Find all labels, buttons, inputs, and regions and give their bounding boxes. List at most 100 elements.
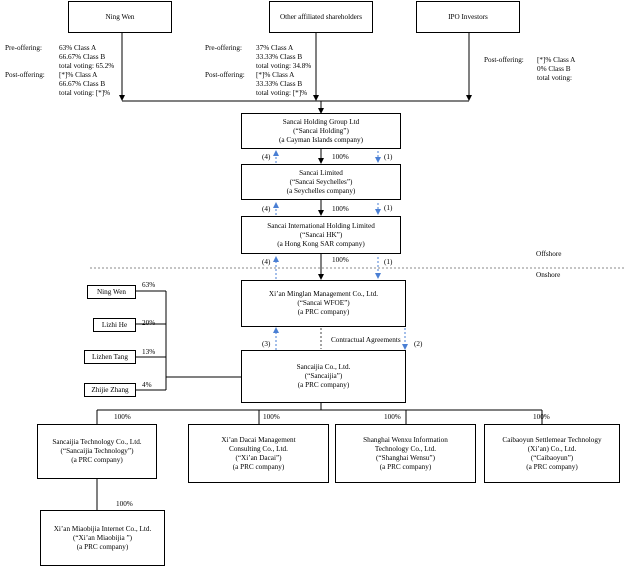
ownership-pct: 100% [384, 413, 401, 421]
ownership-pct: 20% [142, 319, 156, 327]
shareholder-ipo: IPO Investors [416, 1, 520, 33]
note-marker: (4) [262, 205, 271, 213]
ning-wen-post-line: [*]% Class A [59, 71, 98, 79]
individual-lizhi-he: Lizhi He [93, 318, 136, 332]
entity-name: Caibaoyun Settlemear Technology [502, 435, 602, 444]
ownership-pct: 100% [332, 205, 349, 213]
entity-jurisdiction: (a Hong Kong SAR company) [277, 239, 365, 248]
note-marker: (3) [262, 340, 271, 348]
individual-name: Lizhen Tang [92, 353, 128, 361]
entity-sancai-seychelles: Sancai Limited (“Sancai Seychelles”) (a … [241, 164, 401, 200]
entity-caibaoyun: Caibaoyun Settlemear Technology (Xi’an) … [484, 424, 620, 483]
entity-name-cont: Technology Co., Ltd. [374, 444, 437, 453]
entity-name: Xi’an Dacai Management [221, 435, 296, 444]
entity-short-name: (“Sancaijia Technology”) [60, 447, 134, 455]
shareholder-other: Other affiliated shareholders [269, 1, 373, 33]
entity-short-name: (“Caibaoyun”) [530, 453, 574, 462]
individual-ning-wen: Ning Wen [87, 285, 136, 299]
individual-name: Lizhi He [101, 321, 128, 329]
ipo-post-line: [*]% Class A [537, 56, 576, 64]
ning-wen-pre-line: 66.67% Class B [59, 53, 106, 61]
pre-offering-label: Pre-offering: [205, 44, 242, 52]
ownership-pct: 100% [533, 413, 550, 421]
ownership-pct: 100% [263, 413, 280, 421]
entity-jurisdiction: (a Cayman Islands company) [278, 135, 364, 144]
note-marker: (1) [384, 204, 393, 212]
shareholder-name: Ning Wen [105, 12, 135, 21]
ning-wen-pre-line: total voting: 65.2% [59, 62, 115, 70]
note-marker: (4) [262, 258, 271, 266]
ning-wen-post-line: total voting: [*]% [59, 89, 111, 97]
entity-name-cont: Consulting Co., Ltd. [229, 444, 288, 453]
ning-wen-pre-line: 63% Class A [59, 44, 97, 52]
entity-name: Sancaijia Technology Co., Ltd. [52, 438, 142, 446]
post-offering-label: Post-offering: [205, 71, 245, 79]
entity-name: Sancaijia Co., Ltd. [296, 363, 351, 371]
entity-sancai-wfoe: Xi’an Minglan Management Co., Ltd. (“San… [241, 280, 406, 327]
individual-name: Zhijie Zhang [91, 386, 129, 394]
entity-sancaijia: Sancaijia Co., Ltd. (“Sancaijia”) (a PRC… [241, 350, 406, 403]
entity-jurisdiction: (a PRC company) [297, 381, 350, 389]
other-post-line: 33.33% Class B [256, 80, 303, 88]
ownership-pct: 100% [332, 256, 349, 264]
shareholder-name: IPO Investors [448, 12, 488, 21]
ownership-pct: 63% [142, 281, 156, 289]
entity-jurisdiction: (a PRC company) [297, 308, 350, 316]
ownership-pct: 100% [116, 500, 133, 508]
entity-short-name: (“Xi’an Miaobijia ”) [72, 533, 133, 542]
entity-short-name: (“Sancai Holding”) [293, 126, 349, 135]
other-pre-line: total voting: 34.8% [256, 62, 312, 70]
post-offering-label: Post-offering: [5, 71, 45, 79]
individual-name: Ning Wen [96, 288, 127, 296]
shareholder-name: Other affiliated shareholders [279, 12, 363, 21]
entity-jurisdiction: (a PRC company) [379, 462, 432, 471]
ipo-post-line: 0% Class B [537, 65, 571, 73]
entity-sancai-hk: Sancai International Holding Limited (“S… [241, 216, 401, 254]
individual-lizhen-tang: Lizhen Tang [84, 350, 136, 364]
entity-short-name: (“Sancai HK”) [299, 230, 343, 239]
entity-xian-dacai: Xi’an Dacai Management Consulting Co., L… [188, 424, 329, 483]
onshore-label: Onshore [536, 271, 561, 279]
entity-short-name: (“Sancai WFOE”) [297, 299, 350, 307]
other-post-line: [*]% Class A [256, 71, 295, 79]
entity-short-name: (“Sancai Seychelles”) [289, 177, 353, 186]
note-marker: (4) [262, 153, 271, 161]
shareholder-ning-wen: Ning Wen [68, 1, 172, 33]
other-post-line: total voting: [*]% [256, 89, 308, 97]
entity-shanghai-wensu: Shanghai Wenxu Information Technology Co… [335, 424, 476, 483]
entity-sancai-holding: Sancai Holding Group Ltd (“Sancai Holdin… [241, 113, 401, 149]
individual-zhijie-zhang: Zhijie Zhang [84, 383, 136, 397]
ownership-pct: 13% [142, 348, 156, 356]
entity-name: Sancai International Holding Limited [267, 221, 375, 230]
entity-name: Sancai Limited [299, 168, 343, 177]
offshore-label: Offshore [536, 250, 562, 258]
note-marker: (2) [414, 340, 423, 348]
entity-name: Shanghai Wenxu Information [363, 435, 448, 444]
note-marker: (1) [384, 258, 393, 266]
entity-jurisdiction: (a PRC company) [232, 462, 285, 471]
ipo-post-line: total voting: [537, 74, 572, 82]
entity-jurisdiction: (a Seychelles company) [286, 186, 356, 195]
entity-short-name: (“Shanghai Wensu”) [376, 453, 435, 462]
entity-name: Xi’an Minglan Management Co., Ltd. [268, 290, 379, 298]
entity-sancaijia-technology: Sancaijia Technology Co., Ltd. (“Sancaij… [37, 424, 157, 479]
other-pre-line: 37% Class A [256, 44, 294, 52]
post-offering-label: Post-offering: [484, 56, 524, 64]
entity-short-name: (“Sancaijia”) [304, 372, 343, 380]
entity-name: Sancai Holding Group Ltd [282, 117, 360, 126]
ownership-pct: 100% [332, 153, 349, 161]
ning-wen-post-line: 66.67% Class B [59, 80, 106, 88]
note-marker: (1) [384, 153, 393, 161]
entity-jurisdiction: (a PRC company) [526, 462, 578, 471]
ownership-pct: 4% [142, 381, 152, 389]
entity-xian-miaobijia: Xi’an Miaobijia Internet Co., Ltd. (“Xi’… [40, 510, 165, 566]
entity-short-name: (“Xi’an Dacai”) [235, 453, 282, 462]
other-pre-line: 33.33% Class B [256, 53, 303, 61]
entity-jurisdiction: (a PRC company) [76, 542, 129, 551]
entity-jurisdiction: (a PRC company) [71, 456, 123, 464]
contractual-agreements-label: Contractual Agreements [331, 336, 401, 344]
entity-name: Xi’an Miaobijia Internet Co., Ltd. [53, 524, 152, 533]
pre-offering-label: Pre-offering: [5, 44, 42, 52]
entity-name-cont: (Xi’an) Co., Ltd. [527, 444, 577, 453]
